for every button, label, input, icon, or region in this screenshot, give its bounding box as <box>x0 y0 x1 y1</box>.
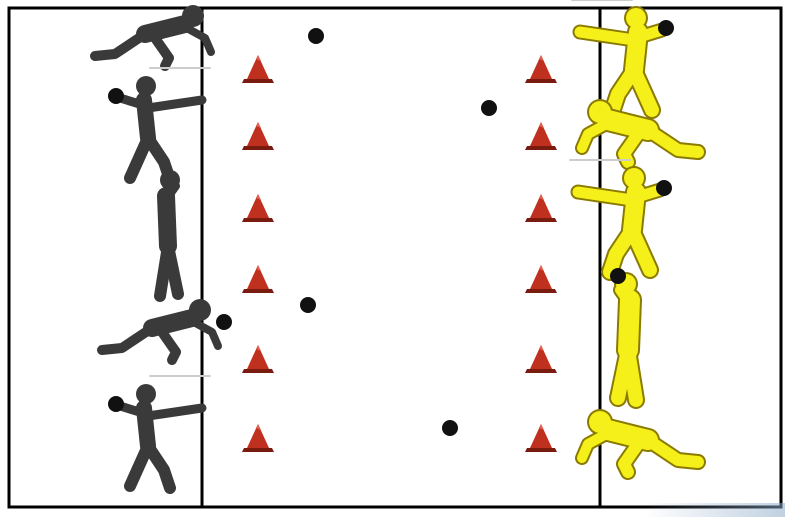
player-throwing <box>108 375 211 494</box>
cone <box>242 55 274 83</box>
player-standing <box>609 268 645 409</box>
ball <box>442 420 458 436</box>
ball <box>308 28 324 44</box>
cone <box>242 424 274 452</box>
cone <box>525 265 557 293</box>
balls-group <box>300 28 497 436</box>
cone <box>525 122 557 150</box>
cone <box>525 55 557 83</box>
cone <box>242 265 274 293</box>
cone <box>242 122 274 150</box>
corner-shading <box>645 503 785 517</box>
ball <box>300 297 316 313</box>
team-left-players <box>90 5 232 494</box>
player-crouching <box>90 5 215 71</box>
player-standing <box>154 170 184 302</box>
cone <box>242 345 274 373</box>
player-crouching <box>575 409 706 480</box>
cone <box>525 424 557 452</box>
cone <box>525 345 557 373</box>
cone <box>525 194 557 222</box>
cones-group <box>242 55 557 452</box>
cone <box>242 194 274 222</box>
team-right-players <box>569 0 706 480</box>
player-throwing <box>569 159 672 281</box>
player-throwing <box>571 0 674 121</box>
player-crouching <box>97 299 232 365</box>
court-boundary <box>7 6 783 509</box>
ball <box>481 100 497 116</box>
